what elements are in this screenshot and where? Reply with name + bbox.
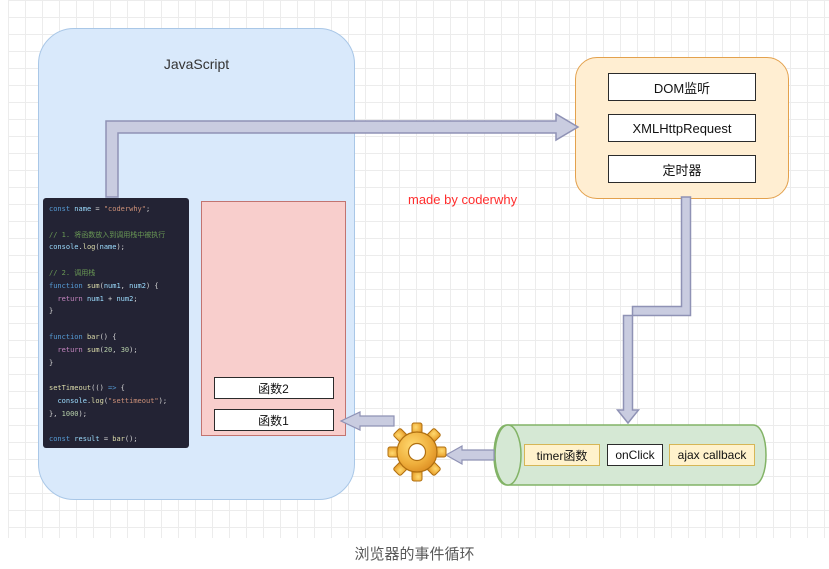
queue-item: onClick [607,444,663,466]
queue-item: ajax callback [669,444,755,466]
code-line [49,318,189,331]
code-line: } [49,358,54,367]
code-line: function bar() { [49,332,117,341]
code-line: }, 1000); [49,409,87,418]
code-line: function sum(num1, num2) { [49,281,159,290]
web-api-box: DOM监听 [608,73,756,101]
watermark: made by coderwhy [408,192,518,207]
web-api-container: DOM监听 XMLHttpRequest 定时器 [575,57,789,199]
javascript-container: JavaScript const name = "coderwhy"; // 1… [38,28,355,500]
web-api-items: DOM监听 XMLHttpRequest 定时器 [576,58,788,198]
code-lines: const name = "coderwhy"; // 1. 将函数放入到调用栈… [49,203,189,446]
code-line: console.log(name); [49,243,125,252]
code-line [49,421,189,434]
stack-frame: 函数2 [213,377,334,399]
code-line: // 1. 将函数放入到调用栈中被执行 [49,230,166,239]
code-line: return num1 + num2; [57,294,138,303]
caption: 浏览器的事件循环 [354,546,475,563]
javascript-title: JavaScript [163,56,230,72]
web-api-box: XMLHttpRequest [608,114,756,142]
code-line: return sum(20, 30); [57,345,138,354]
code-line [49,254,189,267]
code-editor: const name = "coderwhy"; // 1. 将函数放入到调用栈… [43,198,189,448]
code-line: const result = bar(); [49,435,138,444]
code-line: const name = "coderwhy"; [49,205,151,213]
web-api-box: 定时器 [608,155,756,183]
code-line: setTimeout(() => { [49,384,125,393]
code-line [49,369,189,382]
code-line: console.log("settimeout"); [57,396,168,405]
code-line [49,216,189,229]
stack-frame: 函数1 [213,409,334,431]
queue-item: timer函数 [524,444,600,466]
code-line: } [49,307,54,316]
code-line: // 2. 调用栈 [49,268,96,277]
